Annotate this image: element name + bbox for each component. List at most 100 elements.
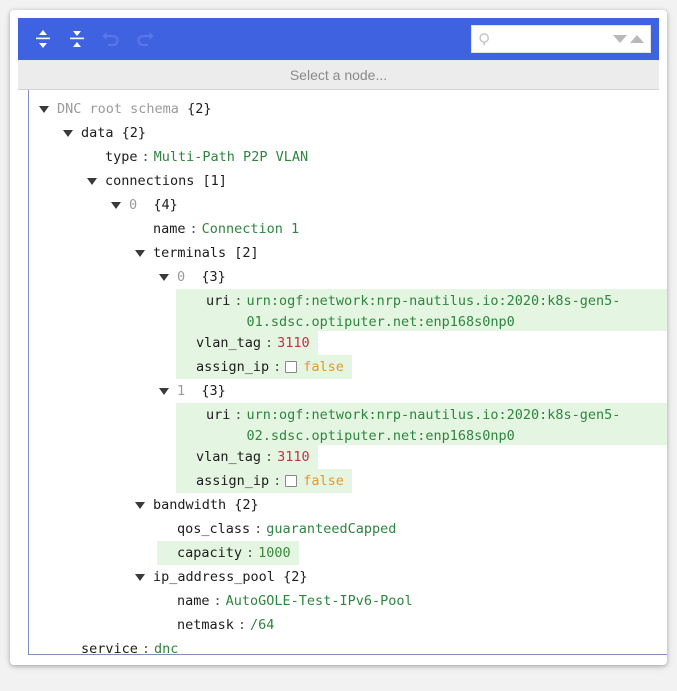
tree-value[interactable]: 1000 bbox=[258, 545, 291, 561]
key-value-separator: : bbox=[189, 221, 198, 237]
search-prev-icon[interactable] bbox=[630, 35, 644, 43]
tree-row-connections[interactable]: connections [1] bbox=[29, 169, 667, 193]
tree-count: {3} bbox=[201, 383, 226, 399]
tree-row-ip-address-pool[interactable]: ip_address_pool {2} bbox=[29, 565, 667, 589]
tree-key: terminals bbox=[153, 245, 227, 261]
tree-row-bandwidth[interactable]: bandwidth {2} bbox=[29, 493, 667, 517]
tree-key: connections bbox=[105, 173, 195, 189]
tree-value[interactable]: Connection 1 bbox=[201, 221, 300, 237]
assign-ip-checkbox[interactable] bbox=[285, 475, 298, 487]
tree-row-terminal-1-vlan-tag[interactable]: vlan_tag : 3110 bbox=[176, 445, 667, 469]
tree-key: DNC root schema bbox=[57, 101, 179, 117]
tree-key: assign_ip bbox=[196, 473, 270, 489]
caret-down-icon[interactable] bbox=[111, 202, 121, 209]
tree-row-terminal-1[interactable]: 1 {3} bbox=[29, 379, 667, 403]
tree-row-terminals[interactable]: terminals [2] bbox=[29, 241, 667, 265]
caret-down-icon[interactable] bbox=[135, 250, 145, 257]
search-next-icon[interactable] bbox=[613, 35, 627, 43]
search-box[interactable] bbox=[471, 25, 651, 53]
tree-key: ip_address_pool bbox=[153, 569, 275, 585]
tree-row-terminal-1-assign-ip[interactable]: assign_ip : false bbox=[176, 469, 667, 493]
tree-count: [1] bbox=[202, 173, 227, 189]
tree-row-data[interactable]: data {2} bbox=[29, 121, 667, 145]
key-value-separator: : bbox=[265, 449, 274, 465]
tree-key: data bbox=[81, 125, 114, 141]
tree-value[interactable]: false bbox=[303, 359, 344, 375]
tree-row-qos-class[interactable]: qos_class : guaranteedCapped bbox=[29, 517, 667, 541]
key-value-separator: : bbox=[246, 545, 255, 561]
tree-value[interactable]: 3110 bbox=[277, 449, 310, 465]
tree-value[interactable]: 3110 bbox=[277, 335, 310, 351]
tree-key: uri bbox=[206, 293, 231, 309]
expand-all-icon[interactable] bbox=[26, 22, 60, 56]
caret-down-icon[interactable] bbox=[135, 574, 145, 581]
tree-key: name bbox=[177, 593, 210, 609]
tree-index: 1 bbox=[177, 383, 186, 399]
tree-key: netmask bbox=[177, 617, 234, 633]
collapse-all-icon[interactable] bbox=[60, 22, 94, 56]
search-input[interactable] bbox=[497, 31, 613, 47]
tree-count: {3} bbox=[201, 269, 226, 285]
tree-count: [2] bbox=[234, 245, 259, 261]
key-value-separator: : bbox=[213, 593, 222, 609]
tree-key: qos_class bbox=[177, 521, 251, 537]
tree-row-pool-name[interactable]: name : AutoGOLE-Test-IPv6-Pool bbox=[29, 589, 667, 613]
editor-card: Select a node... DNC root schema {2} dat… bbox=[10, 10, 667, 665]
key-value-separator: : bbox=[234, 407, 243, 423]
key-value-separator: : bbox=[237, 617, 247, 633]
tree-count: {2} bbox=[121, 125, 147, 141]
tree-value[interactable]: urn:ogf:network:nrp-nautilus.io:2020:k8s… bbox=[246, 407, 621, 444]
tree-key: vlan_tag bbox=[196, 449, 262, 465]
tree-key: capacity bbox=[177, 545, 243, 561]
tree-row-terminal-0-vlan-tag[interactable]: vlan_tag : 3110 bbox=[176, 331, 667, 355]
toolbar bbox=[18, 18, 659, 60]
tree-key: name bbox=[153, 221, 186, 237]
tree-index: 0 bbox=[129, 197, 138, 213]
search-icon bbox=[478, 32, 497, 47]
tree-value[interactable]: AutoGOLE-Test-IPv6-Pool bbox=[225, 593, 413, 609]
tree-row-service[interactable]: service : dnc bbox=[29, 637, 667, 655]
tree-row-terminal-0-uri[interactable]: uri : urn:ogf:network:nrp-nautilus.io:20… bbox=[176, 289, 667, 331]
key-value-separator: : bbox=[273, 473, 282, 489]
key-value-separator: : bbox=[141, 149, 150, 165]
tree-row-terminal-0[interactable]: 0 {3} bbox=[29, 265, 667, 289]
caret-down-icon[interactable] bbox=[39, 106, 49, 113]
selected-node-bar: Select a node... bbox=[18, 60, 659, 90]
tree-row-terminal-1-uri[interactable]: uri : urn:ogf:network:nrp-nautilus.io:20… bbox=[176, 403, 667, 445]
tree-row-pool-netmask[interactable]: netmask : /64 bbox=[29, 613, 667, 637]
key-value-separator: : bbox=[141, 641, 151, 655]
caret-down-icon[interactable] bbox=[87, 178, 97, 185]
tree-row-capacity[interactable]: capacity : 1000 bbox=[157, 541, 667, 565]
tree-count: {2} bbox=[187, 101, 212, 117]
tree-key: vlan_tag bbox=[196, 335, 262, 351]
tree-key: uri bbox=[206, 407, 231, 423]
key-value-separator: : bbox=[265, 335, 274, 351]
tree-value[interactable]: /64 bbox=[250, 617, 275, 633]
key-value-separator: : bbox=[234, 293, 243, 309]
redo-icon bbox=[128, 22, 162, 56]
assign-ip-checkbox[interactable] bbox=[285, 361, 298, 373]
tree-row-connection-name[interactable]: name : Connection 1 bbox=[29, 217, 667, 241]
tree-key: assign_ip bbox=[196, 359, 270, 375]
undo-icon bbox=[94, 22, 128, 56]
tree-key: type bbox=[105, 149, 138, 165]
caret-down-icon[interactable] bbox=[63, 130, 73, 137]
caret-down-icon[interactable] bbox=[135, 502, 145, 509]
search-nav bbox=[613, 35, 646, 43]
json-tree-panel[interactable]: DNC root schema {2} data {2} type : Mult… bbox=[28, 90, 667, 655]
tree-value[interactable]: dnc bbox=[154, 641, 179, 655]
caret-down-icon[interactable] bbox=[159, 388, 169, 395]
tree-index: 0 bbox=[177, 269, 186, 285]
tree-row-terminal-0-assign-ip[interactable]: assign_ip : false bbox=[176, 355, 667, 379]
tree-count: {2} bbox=[234, 497, 259, 513]
tree-row-connection-0[interactable]: 0 {4} bbox=[29, 193, 667, 217]
tree-row-root[interactable]: DNC root schema {2} bbox=[29, 97, 667, 121]
tree-value[interactable]: false bbox=[303, 473, 344, 489]
tree-value[interactable]: Multi-Path P2P VLAN bbox=[153, 149, 309, 165]
caret-down-icon[interactable] bbox=[159, 274, 169, 281]
tree-value[interactable]: urn:ogf:network:nrp-nautilus.io:2020:k8s… bbox=[246, 293, 621, 330]
tree-value[interactable]: guaranteedCapped bbox=[266, 521, 397, 537]
tree-count: {4} bbox=[153, 197, 178, 213]
tree-key: service bbox=[81, 641, 138, 655]
tree-row-type[interactable]: type : Multi-Path P2P VLAN bbox=[29, 145, 667, 169]
